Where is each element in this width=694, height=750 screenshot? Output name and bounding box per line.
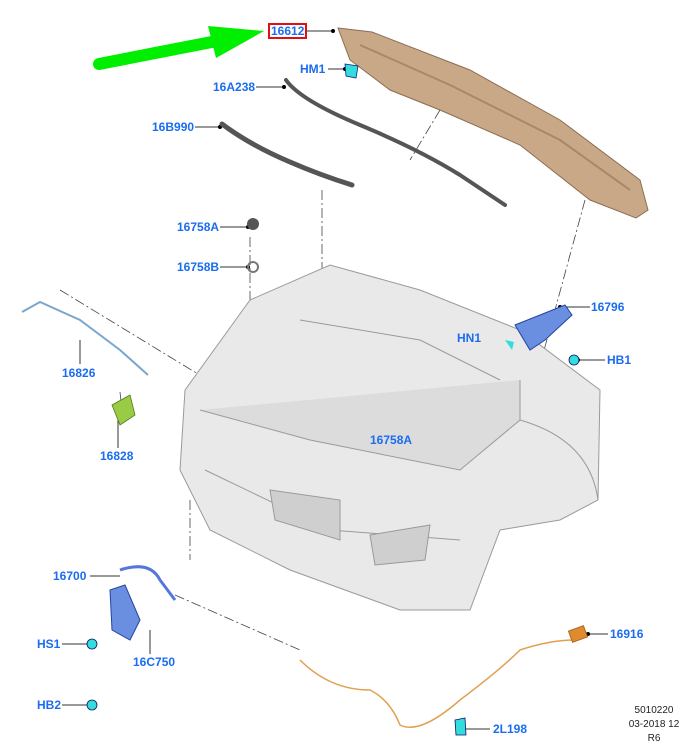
- clip-2l198: [454, 717, 467, 736]
- part-label-hs1[interactable]: HS1: [37, 637, 61, 651]
- hs1-bolt: [86, 638, 98, 650]
- bumper-16758a-top: [247, 218, 259, 230]
- diagram-revision: R6: [647, 733, 661, 744]
- part-label-16758a[interactable]: 16758A: [177, 220, 220, 234]
- part-label-16a238[interactable]: 16A238: [213, 80, 256, 94]
- part-label-16758b[interactable]: 16758B: [177, 260, 220, 274]
- holder-16828: [111, 394, 136, 426]
- washer-16758b: [247, 261, 259, 273]
- latch-16c750: [109, 584, 141, 641]
- part-label-hb2[interactable]: HB2: [37, 698, 62, 712]
- part-label-16758a-mid[interactable]: 16758A: [370, 433, 413, 447]
- part-label-hb1[interactable]: HB1: [607, 353, 632, 367]
- hb1-bolt: [568, 354, 580, 366]
- part-label-2l198[interactable]: 2L198: [493, 722, 528, 736]
- part-label-16826[interactable]: 16826: [62, 366, 96, 380]
- hinge-16796: [514, 304, 573, 351]
- connector-16916: [567, 625, 589, 643]
- diagram-date: 03-2018 12: [628, 719, 680, 730]
- part-label-16828[interactable]: 16828: [100, 449, 134, 463]
- part-label-16b990[interactable]: 16B990: [152, 120, 195, 134]
- part-label-hm1[interactable]: HM1: [300, 62, 326, 76]
- diagram-code: 5010220: [634, 705, 674, 716]
- harness-16916: [299, 639, 576, 728]
- green-pointer-arrow: [93, 26, 264, 70]
- part-label-16612-highlighted[interactable]: 16612: [268, 23, 308, 39]
- part-label-16700[interactable]: 16700: [53, 569, 87, 583]
- hood-panel-16612: [337, 27, 649, 219]
- hb2-bolt: [86, 699, 98, 711]
- part-label-16796[interactable]: 16796: [591, 300, 625, 314]
- seal-16a238: [284, 78, 507, 207]
- hm1-clip: [344, 63, 359, 79]
- part-label-16c750[interactable]: 16C750: [133, 655, 176, 669]
- part-label-hn1[interactable]: HN1: [457, 331, 482, 345]
- part-label-16916[interactable]: 16916: [610, 627, 644, 641]
- latch-cable-16700: [119, 565, 177, 601]
- vehicle-front: [179, 264, 601, 611]
- seal-16b990: [219, 121, 355, 188]
- prop-rod-16826: [21, 300, 149, 376]
- hn1-clip: [505, 340, 514, 350]
